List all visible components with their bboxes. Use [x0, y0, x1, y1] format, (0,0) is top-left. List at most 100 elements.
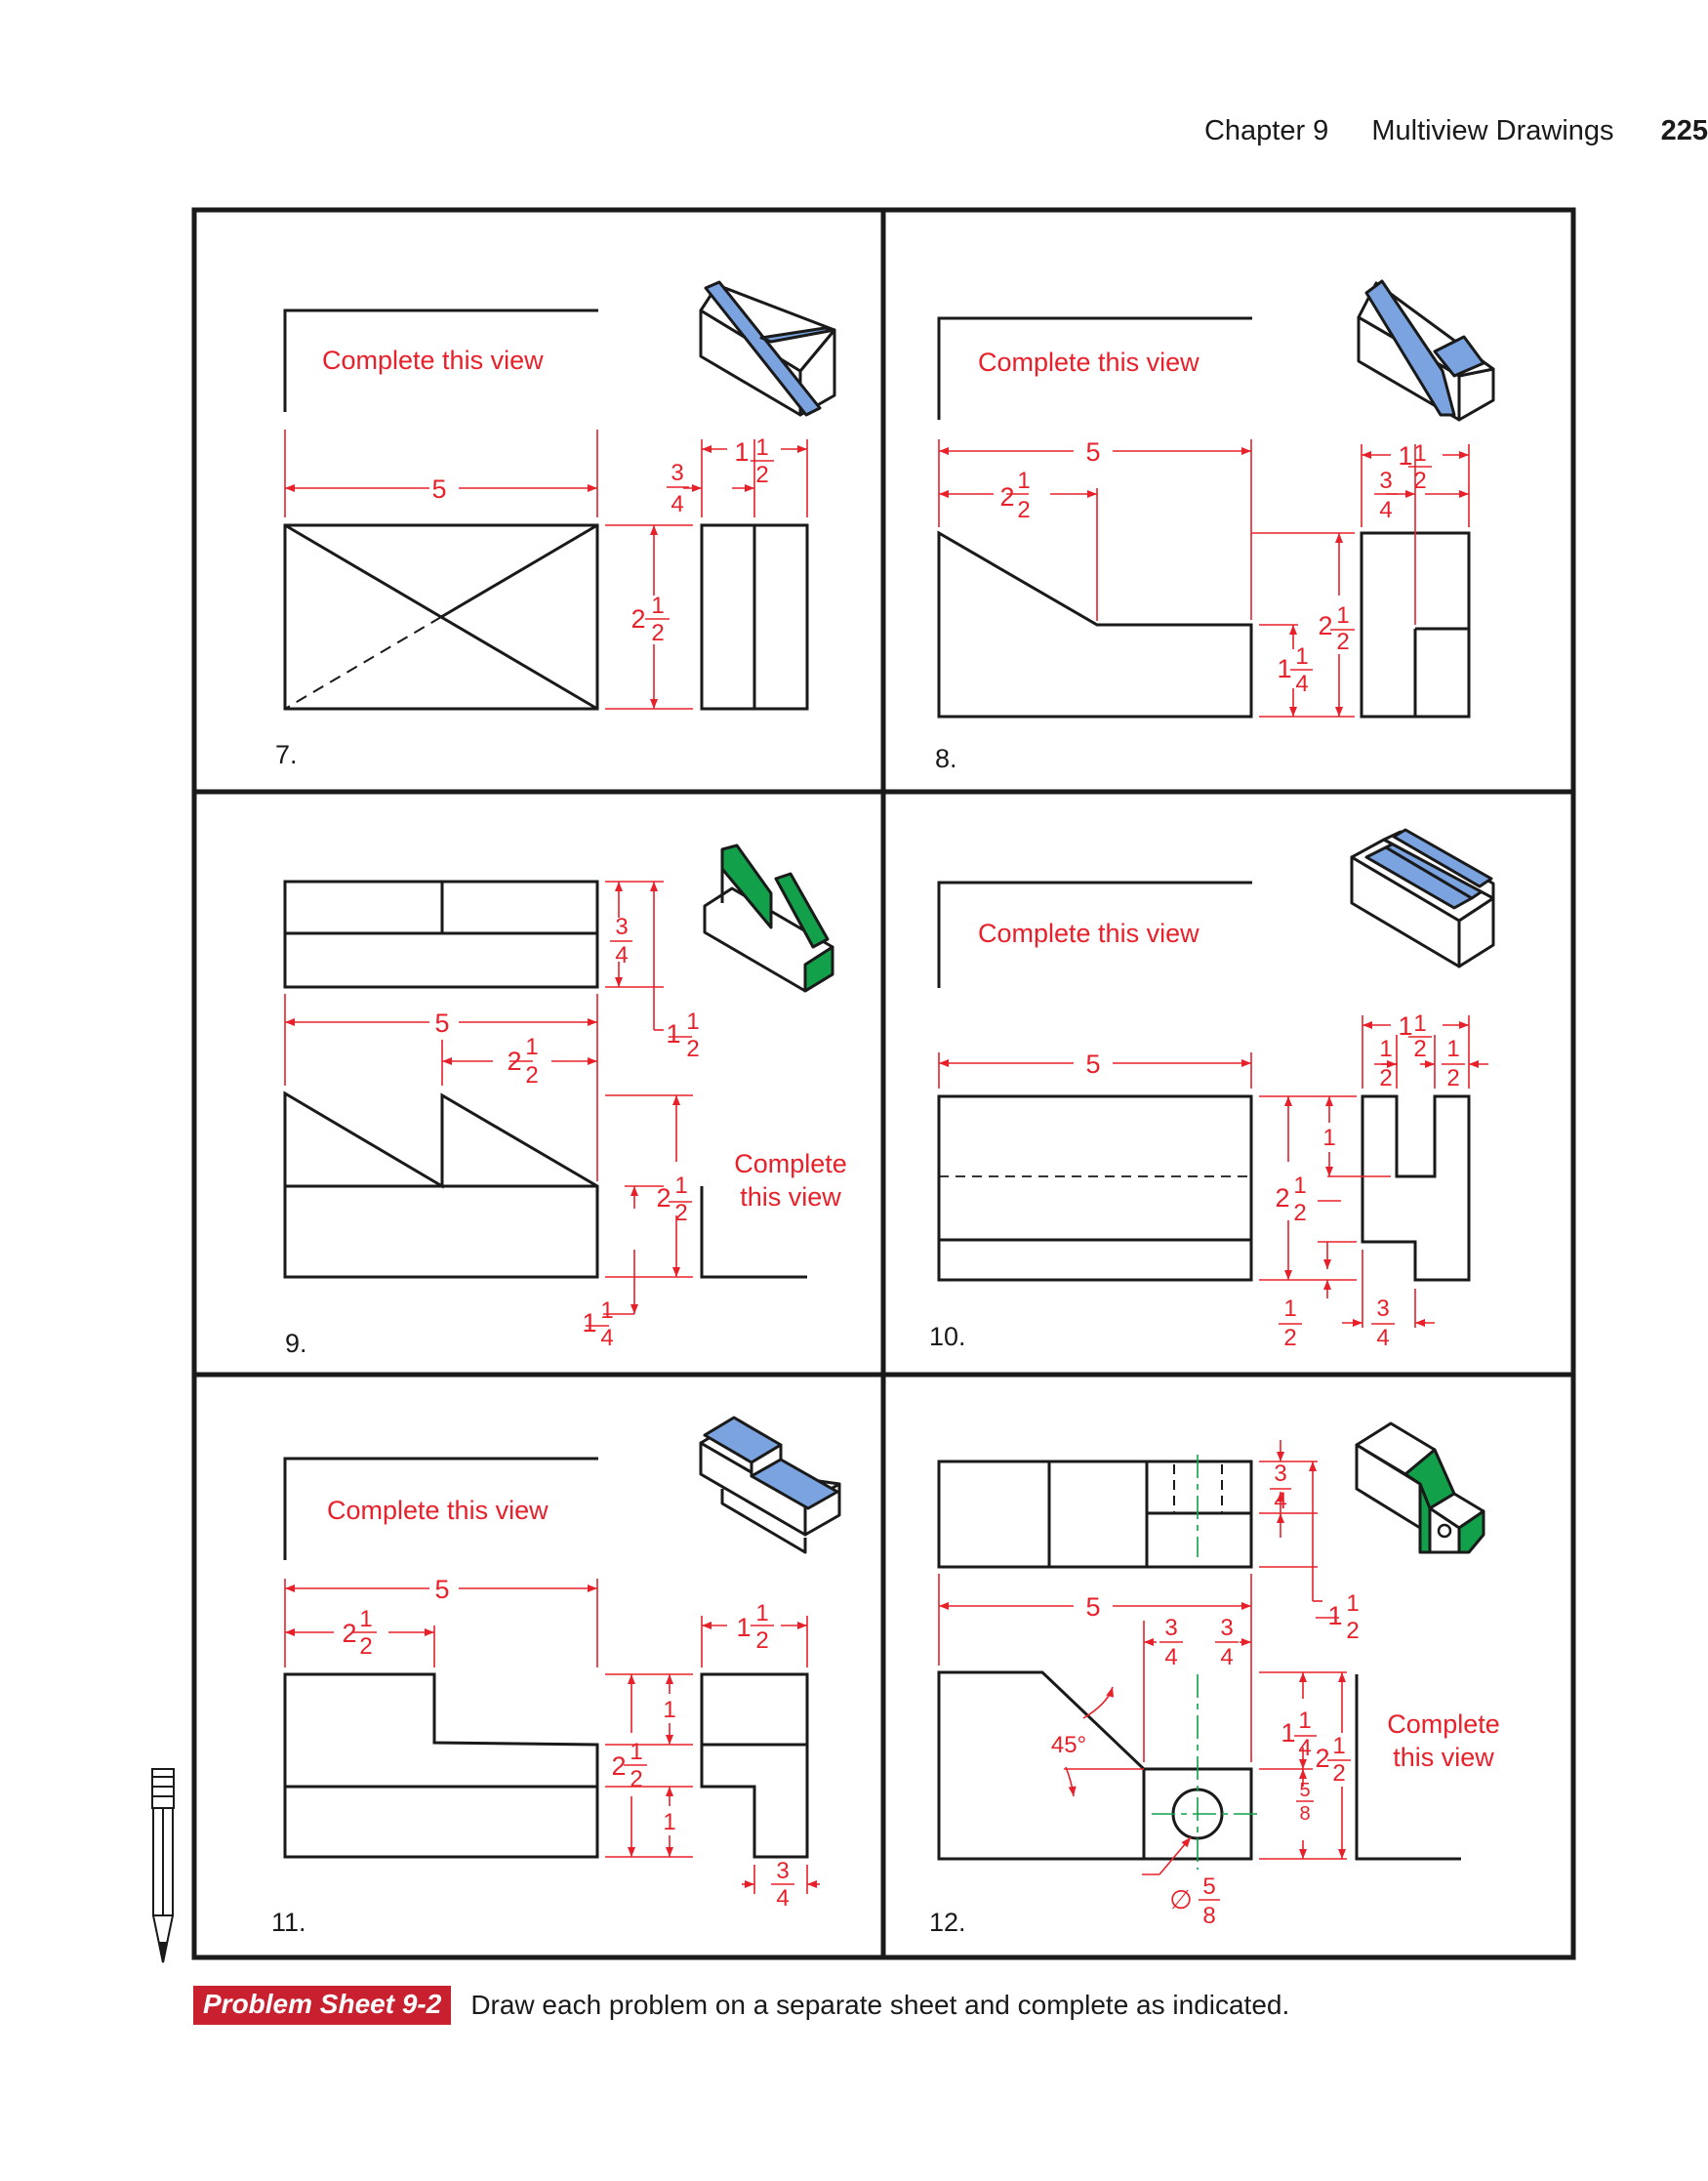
- dim-3: 3: [615, 914, 628, 940]
- dim-2: 2: [359, 1633, 372, 1660]
- dim-8: 8: [1299, 1803, 1310, 1825]
- dim-2: 2: [630, 1766, 642, 1792]
- problem-11: Complete this view 5 2 1 2 1 1 2 1 1 2 1…: [271, 1416, 841, 1937]
- dim-2: 2: [755, 462, 768, 488]
- dim-2: 2: [342, 1619, 356, 1648]
- dim-1: 1: [674, 1173, 687, 1199]
- dim-3: 3: [1379, 468, 1392, 494]
- problem-7: Complete this view 5 3 4 1 1 2 2 1 2 7.: [275, 280, 836, 769]
- dim-1: 1: [359, 1606, 372, 1632]
- dim-4: 4: [1220, 1644, 1233, 1670]
- dim-1: 1: [582, 1308, 596, 1337]
- problem-sheet-tag: Problem Sheet 9-2: [193, 1986, 452, 2025]
- problem-number: 8.: [935, 744, 957, 773]
- complete-view-label: Complete this view: [327, 1496, 549, 1525]
- problem-instruction: Draw each problem on a separate sheet an…: [470, 1990, 1290, 2020]
- dim-1: 1: [755, 434, 768, 461]
- problem-number: 7.: [275, 740, 298, 769]
- problem-10: Complete this view 5 1 1 2 1 2 1 2 1 2 1…: [929, 828, 1495, 1351]
- dim-4: 4: [1295, 671, 1308, 697]
- angle-label: 45°: [1051, 1732, 1086, 1758]
- pencil-icon: [151, 1768, 175, 1963]
- dim-4: 4: [1164, 1644, 1177, 1670]
- dim-1: 1: [1293, 1173, 1306, 1199]
- dim-5: 5: [431, 474, 446, 504]
- problem-12: 5 3 4 3 4 3 4 1 1 2 1 1 4 5 8 2 1 2 45° …: [929, 1421, 1500, 1937]
- dim-1: 1: [1413, 1010, 1426, 1037]
- dim-4: 4: [615, 942, 628, 968]
- dim-1: 1: [1332, 1733, 1345, 1759]
- dim-2: 2: [674, 1200, 687, 1226]
- complete-view-label: Complete this view: [978, 348, 1200, 377]
- dim-1: 1: [1017, 468, 1030, 494]
- dim-1: 1: [755, 1600, 768, 1626]
- dim-2: 2: [1315, 1744, 1329, 1773]
- dim-1: 1: [1283, 1296, 1296, 1322]
- dim-1: 1: [736, 1613, 751, 1642]
- dim-4: 4: [1376, 1325, 1389, 1351]
- problem-number: 10.: [929, 1322, 966, 1351]
- dim-5: 5: [434, 1575, 449, 1604]
- pictorial-11: [699, 1416, 841, 1554]
- dim-2: 2: [656, 1183, 671, 1213]
- dim-2: 2: [1293, 1200, 1306, 1226]
- dim-4: 4: [671, 491, 683, 517]
- dim-1: 1: [734, 437, 749, 467]
- dim-1: 1: [1379, 1036, 1392, 1062]
- dim-1: 1: [666, 1019, 680, 1049]
- page-number: 225: [1660, 115, 1708, 146]
- dim-2: 2: [1283, 1325, 1296, 1351]
- dim-1: 1: [600, 1297, 613, 1324]
- complete-label-line1: Complete: [1387, 1709, 1500, 1739]
- dim-2: 2: [1017, 497, 1030, 523]
- dim-3: 3: [776, 1858, 789, 1884]
- dim-1: 1: [651, 593, 664, 619]
- dim-3: 3: [671, 460, 683, 486]
- dim-3: 3: [1376, 1296, 1389, 1322]
- problem-number: 9.: [285, 1329, 307, 1358]
- dim-8: 8: [1202, 1903, 1215, 1929]
- dim-3: 3: [1220, 1615, 1233, 1641]
- dim-1: 1: [525, 1034, 538, 1060]
- dim-1: 1: [1398, 441, 1412, 471]
- dim-5: 5: [1085, 1592, 1100, 1622]
- pictorial-10: [1350, 828, 1495, 968]
- dim-1: 1: [1398, 1011, 1412, 1041]
- dim-2: 2: [686, 1036, 699, 1062]
- dim-4: 4: [776, 1885, 789, 1912]
- dim-5: 5: [1299, 1780, 1310, 1801]
- dim-1: 1: [663, 1809, 675, 1835]
- dim-3: 3: [1164, 1615, 1177, 1641]
- dim-2: 2: [1332, 1760, 1345, 1787]
- complete-view-label: Complete this view: [978, 919, 1200, 948]
- complete-label-line1: Complete: [734, 1149, 847, 1178]
- dim-5: 5: [434, 1008, 449, 1038]
- problem-9: 5 2 1 2 3 4 1 1 2 2 1 2 1 1 4 Complete t…: [283, 844, 847, 1358]
- dim-5: 5: [1085, 1049, 1100, 1079]
- dim-2: 2: [1275, 1183, 1289, 1213]
- sheet-frame: [191, 207, 1576, 1960]
- dim-4: 4: [1274, 1488, 1286, 1514]
- dim-5: 5: [1202, 1873, 1215, 1900]
- pictorial-8: [1357, 279, 1495, 422]
- dim-1: 1: [686, 1008, 699, 1035]
- dim-2: 2: [999, 482, 1014, 512]
- dim-2: 2: [1446, 1065, 1459, 1091]
- chapter-title: Multiview Drawings: [1371, 115, 1614, 146]
- complete-label-line2: this view: [1393, 1743, 1494, 1772]
- dim-1: 1: [1281, 1718, 1295, 1748]
- dim-2: 2: [525, 1062, 538, 1089]
- dim-2: 2: [755, 1627, 768, 1654]
- dim-2: 2: [1413, 468, 1426, 494]
- dim-2: 2: [1346, 1618, 1359, 1644]
- dim-1: 1: [1346, 1590, 1359, 1617]
- diameter-symbol: ∅: [1169, 1885, 1193, 1914]
- pictorial-7: [699, 280, 836, 417]
- dim-2: 2: [611, 1751, 626, 1781]
- dim-3: 3: [1274, 1461, 1286, 1487]
- dim-2: 2: [1336, 629, 1349, 655]
- pictorial-9: [703, 844, 834, 993]
- dim-5: 5: [1085, 437, 1100, 467]
- pictorial-12: [1355, 1421, 1485, 1554]
